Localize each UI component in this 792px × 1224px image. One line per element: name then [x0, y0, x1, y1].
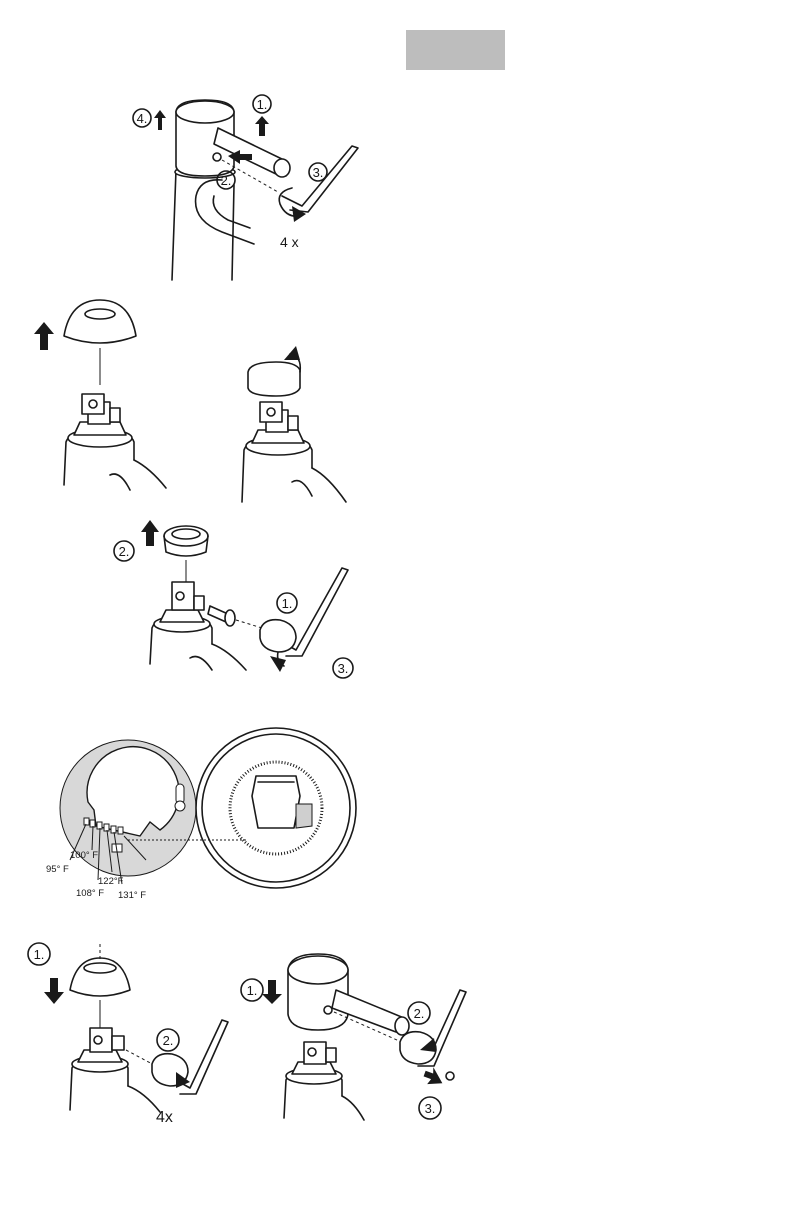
figure-screw-removal: 2. 1. 3.	[0, 510, 792, 690]
figure-reassemble-handle: 1. 2. 3.	[230, 940, 490, 1140]
temp-108: 108° F	[76, 888, 104, 899]
step1-count: 4 x	[280, 234, 299, 250]
step1-label-3: 3.	[313, 165, 324, 180]
step5-label-2: 2.	[163, 1033, 174, 1048]
step3-label-1: 1.	[282, 596, 293, 611]
step3-label-3: 3.	[338, 661, 349, 676]
step6-label-1: 1.	[247, 983, 258, 998]
step1-label-2: 2.	[221, 173, 232, 188]
step6-label-2: 2.	[414, 1006, 425, 1021]
temp-122: 122°F	[98, 876, 124, 887]
temp-131: 131° F	[118, 890, 146, 901]
temp-95: 95° F	[46, 864, 69, 875]
step5-count: 4x	[156, 1109, 173, 1126]
step6-label-3: 3.	[425, 1101, 436, 1116]
temp-100: 100° F	[70, 850, 98, 861]
step1-label-1: 1.	[257, 97, 268, 112]
figure-temperature-limiter: 95° F 100° F 108° F 122°F 131° F	[0, 700, 792, 920]
step5-label-1: 1.	[34, 947, 45, 962]
figure-cap-removal	[0, 290, 792, 510]
figure-handle-removal: 4. 1. 2. 3. 4 x	[0, 0, 792, 290]
step1-label-4: 4.	[137, 111, 148, 126]
step3-label-2: 2.	[119, 544, 130, 559]
